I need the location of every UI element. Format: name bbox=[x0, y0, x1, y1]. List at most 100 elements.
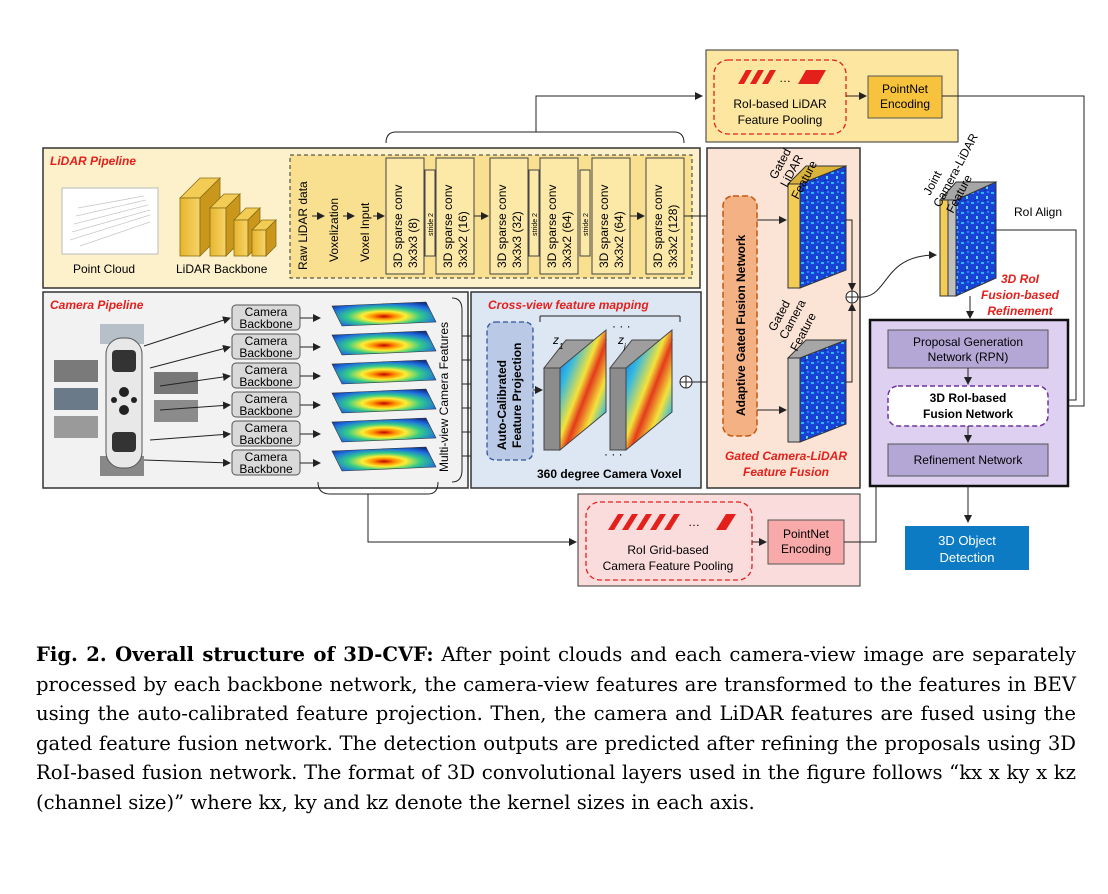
figure-caption: Fig. 2. Overall structure of 3D-CVF: Aft… bbox=[36, 640, 1076, 818]
sparse-conv-layers: 3D sparse conv 3x3x3 (8) 3D sparse conv … bbox=[385, 157, 685, 275]
voxel-input-label: Voxel Input bbox=[358, 202, 372, 262]
slice-label-zj: zj bbox=[617, 333, 626, 351]
output-label-1: 3D Object bbox=[938, 533, 996, 548]
svg-text:Backbone: Backbone bbox=[239, 317, 293, 331]
voxelization-label: Voxelization bbox=[327, 198, 341, 262]
camera-backbone-1: Camera Backbone bbox=[231, 304, 301, 331]
sparse-conv-1-name: 3D sparse conv bbox=[391, 185, 405, 268]
lidar-pooling-bars bbox=[738, 70, 826, 84]
sparse-conv-5-name: 3D sparse conv bbox=[597, 185, 611, 268]
camera-pointnet-label-1: PointNet bbox=[783, 527, 830, 541]
rpn-label-1: Proposal Generation bbox=[913, 335, 1023, 349]
camera-backbone-3: Camera Backbone bbox=[231, 362, 301, 389]
point-cloud-lines bbox=[69, 195, 151, 247]
lidar-pointnet-label-2: Encoding bbox=[880, 97, 930, 111]
camera-voxel-slices bbox=[542, 328, 674, 452]
svg-text:Backbone: Backbone bbox=[239, 433, 293, 447]
rpn-box bbox=[887, 329, 1049, 369]
svg-text:Backbone: Backbone bbox=[239, 375, 293, 389]
camera-backbone-5: Camera Backbone bbox=[231, 420, 301, 447]
refinement-network-box bbox=[887, 443, 1049, 477]
svg-text:Camera: Camera bbox=[245, 334, 288, 348]
adaptive-gated-fusion-network bbox=[722, 195, 758, 437]
sparse-conv-6-name: 3D sparse conv bbox=[651, 185, 665, 268]
roi-fusion-network-box bbox=[887, 385, 1049, 427]
svg-text:Backbone: Backbone bbox=[239, 404, 293, 418]
slice-label-z1: z1 bbox=[552, 333, 563, 351]
caption-heading: Fig. 2. Overall structure of 3D-CVF: bbox=[36, 643, 434, 666]
sparse-conv-3-name: 3D sparse conv bbox=[495, 185, 509, 268]
stride-label-2: stride 2 bbox=[532, 213, 539, 236]
camera-bracket bbox=[317, 481, 439, 495]
sparse-conv-6 bbox=[645, 157, 685, 275]
lidar-pointnet-label-1: PointNet bbox=[882, 82, 929, 96]
camera-backbone-2: Camera Backbone bbox=[231, 333, 301, 360]
lidar-pooling-label-1: RoI-based LiDAR bbox=[733, 97, 827, 111]
conv-bracket bbox=[385, 131, 685, 144]
roi-fusion-label-1: 3D RoI-based bbox=[930, 391, 1007, 405]
camera-feature-maps bbox=[331, 301, 437, 472]
stride-label-1: stride 2 bbox=[428, 213, 435, 236]
camera-backbones: Camera Backbone Camera Backbone Camera B… bbox=[231, 304, 301, 476]
lidar-pooling-label-2: Feature Pooling bbox=[738, 113, 823, 127]
lidar-pointnet-encoding bbox=[867, 75, 943, 119]
roi-align-label: RoI Align bbox=[1014, 205, 1062, 219]
svg-text:Refinement: Refinement bbox=[987, 304, 1053, 318]
svg-text:Camera: Camera bbox=[245, 421, 288, 435]
camera-voxel-label: 360 degree Camera Voxel bbox=[537, 467, 682, 481]
camera-backbone-4: Camera Backbone bbox=[231, 391, 301, 418]
camera-pooling-label-2: Camera Feature Pooling bbox=[603, 559, 734, 573]
camera-backbone-6: Camera Backbone bbox=[231, 449, 301, 476]
sparse-conv-5 bbox=[591, 157, 631, 275]
gated-fusion-title: Gated Camera-LiDAR Feature Fusion bbox=[725, 449, 847, 479]
sparse-conv-1-size: 3x3x3 (8) bbox=[406, 218, 420, 268]
crossview-title: Cross-view feature mapping bbox=[488, 298, 649, 312]
svg-text:Fusion-based: Fusion-based bbox=[981, 288, 1060, 302]
car-to-backbone-arrows bbox=[143, 314, 321, 467]
camera-pooling-label-1: RoI Grid-based bbox=[627, 543, 708, 557]
joint-camera-lidar-feature bbox=[938, 181, 998, 297]
svg-text:Camera: Camera bbox=[245, 392, 288, 406]
camera-pipeline-title: Camera Pipeline bbox=[50, 298, 144, 312]
svg-text:Feature Fusion: Feature Fusion bbox=[743, 465, 829, 479]
caption-text: After point clouds and each camera-view … bbox=[36, 643, 1076, 814]
roi-fusion-label-2: Fusion Network bbox=[923, 407, 1013, 421]
svg-text:Backbone: Backbone bbox=[239, 346, 293, 360]
sparse-conv-3 bbox=[489, 157, 529, 275]
stride-block-3 bbox=[579, 169, 591, 257]
object-detection-output bbox=[905, 526, 1029, 570]
sparse-conv-4-size: 3x3x2 (64) bbox=[560, 211, 574, 268]
slice-dots-top: · · · bbox=[612, 319, 631, 333]
camera-pooling-bars bbox=[608, 514, 736, 530]
gated-camera-feature bbox=[786, 339, 848, 443]
stride-label-3: stride 2 bbox=[583, 213, 590, 236]
sparse-conv-4-name: 3D sparse conv bbox=[545, 185, 559, 268]
sparse-conv-2 bbox=[435, 157, 475, 275]
point-cloud-label: Point Cloud bbox=[73, 262, 135, 276]
auto-calibrated-projection bbox=[486, 321, 534, 461]
sparse-conv-2-size: 3x3x2 (16) bbox=[456, 211, 470, 268]
projection-label-2: Feature Projection bbox=[510, 343, 524, 448]
slice-dots-bottom: · · · bbox=[604, 447, 623, 461]
refinement-network-label: Refinement Network bbox=[914, 453, 1024, 467]
projection-label-1: Auto-Calibrated bbox=[495, 360, 509, 450]
car-with-cameras bbox=[54, 324, 198, 476]
gated-lidar-feature bbox=[786, 165, 848, 289]
sparse-conv-6-size: 3x3x2 (128) bbox=[666, 205, 680, 268]
output-label-2: Detection bbox=[940, 550, 995, 565]
stride-block-2 bbox=[528, 169, 540, 257]
refinement-title: 3D RoI Fusion-based Refinement bbox=[981, 272, 1060, 318]
svg-text:Gated Camera-LiDAR: Gated Camera-LiDAR bbox=[725, 449, 847, 463]
lidar-pooling-dots: … bbox=[779, 71, 791, 85]
sparse-conv-1 bbox=[385, 157, 425, 275]
multiview-features-label: Multi-view Camera Features bbox=[437, 322, 451, 472]
svg-text:Backbone: Backbone bbox=[239, 462, 293, 476]
sparse-conv-2-name: 3D sparse conv bbox=[441, 185, 455, 268]
camera-pooling-dots: … bbox=[688, 515, 700, 529]
svg-text:3D RoI: 3D RoI bbox=[1001, 272, 1040, 286]
stride-block-1 bbox=[424, 169, 436, 257]
rpn-label-2: Network (RPN) bbox=[928, 350, 1009, 364]
camera-pointnet-label-2: Encoding bbox=[781, 542, 831, 556]
adaptive-gated-fusion-label: Adaptive Gated Fusion Network bbox=[734, 234, 748, 416]
svg-text:Camera: Camera bbox=[245, 305, 288, 319]
